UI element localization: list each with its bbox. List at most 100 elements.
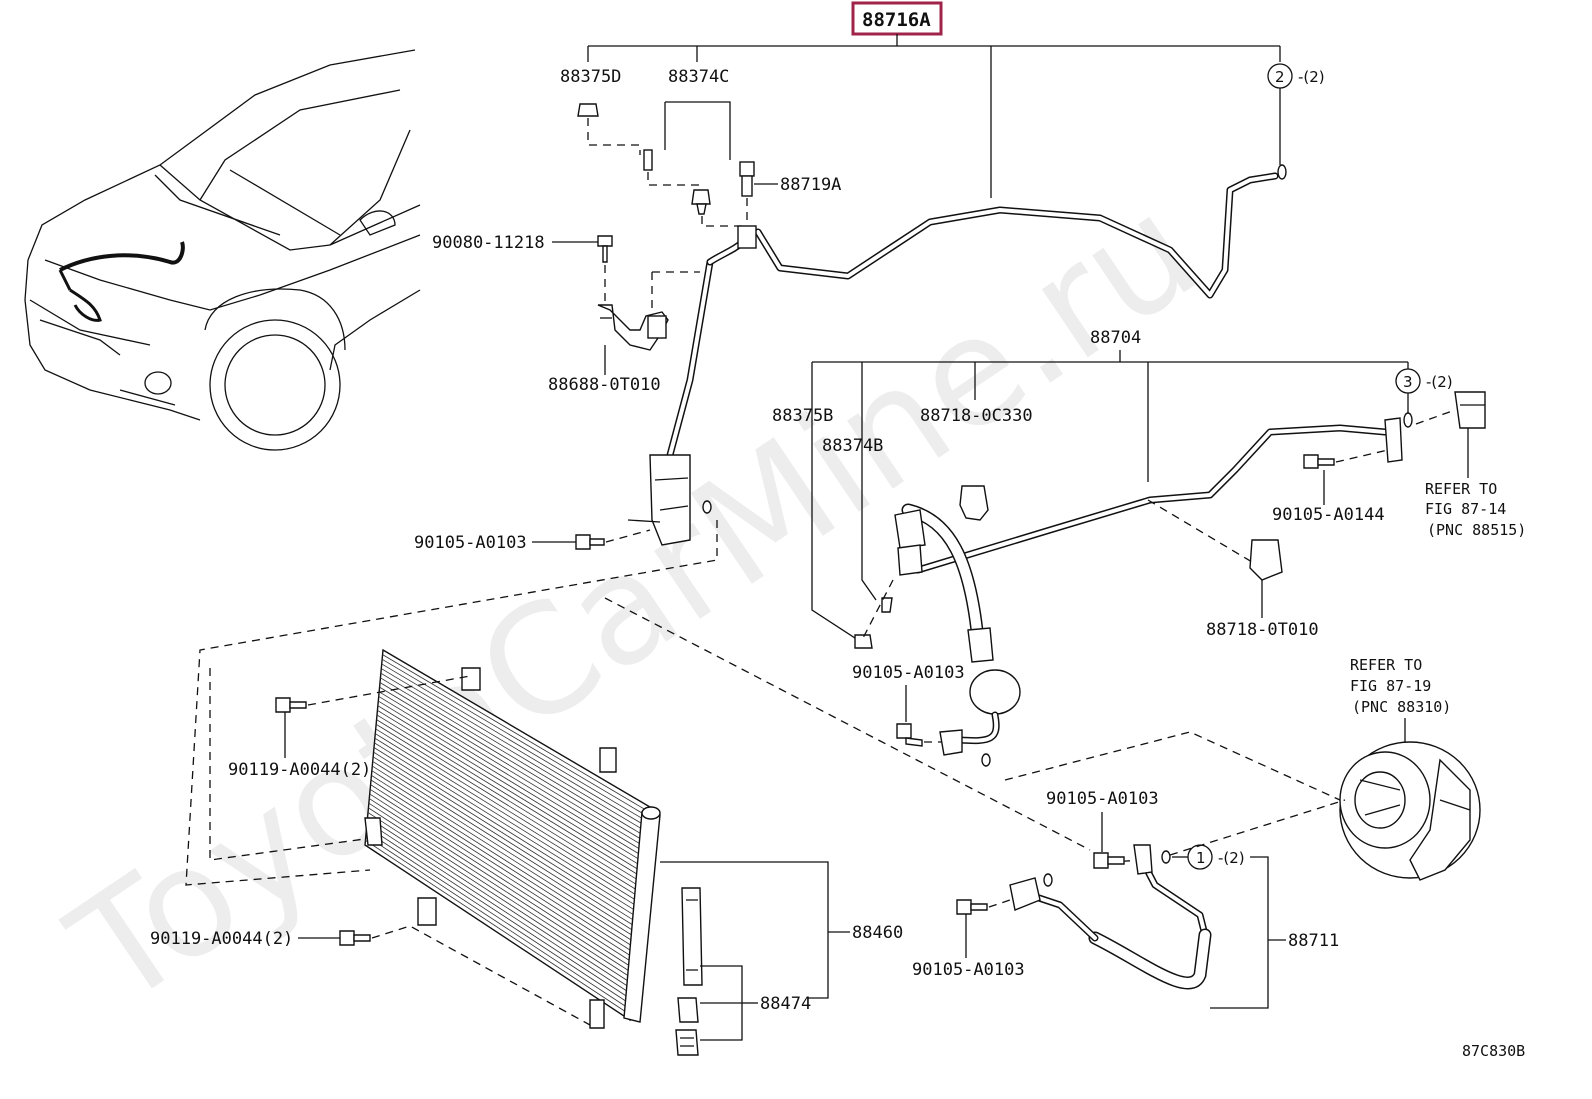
svg-text:2: 2 <box>1275 68 1285 86</box>
svg-text:3: 3 <box>1403 373 1413 391</box>
label-90105-A0103-a: 90105-A0103 <box>414 533 527 553</box>
condenser-fin <box>367 816 634 991</box>
refer-fig-87-14-line2: FIG 87-14 <box>1425 500 1506 518</box>
discharge-pipe-88716A <box>649 172 1279 546</box>
label-88719A: 88719A <box>780 175 841 195</box>
condenser-fin <box>379 686 651 851</box>
discharge-hose-88711 <box>1009 844 1212 990</box>
label-88704: 88704 <box>1090 328 1141 348</box>
condenser-fin <box>376 719 647 886</box>
label-90105-A0144: 90105-A0144 <box>1272 505 1385 525</box>
label-88718-0C330: 88718-0C330 <box>920 406 1033 426</box>
valve-core-88374C-b <box>691 189 711 205</box>
label-88474: 88474 <box>760 994 811 1014</box>
condenser-fin <box>365 840 631 1016</box>
suction-pipe-88704 <box>894 417 1403 756</box>
pressure-switch-88719A <box>739 161 755 177</box>
valve-core-88374B <box>881 597 893 613</box>
valve-core-88374C-a <box>643 149 653 171</box>
condenser-fin <box>373 747 643 916</box>
refer-fig-87-14-line1: REFER TO <box>1425 480 1497 498</box>
circled-ref-1: 1 -(2) <box>1161 844 1245 870</box>
circled-ref-3: 3 -(2) <box>1395 368 1453 394</box>
label-90119-A0044-a: 90119-A0044(2) <box>228 760 371 780</box>
clamp-88718-0T010 <box>1249 539 1283 581</box>
condenser-fin <box>365 835 632 1011</box>
condenser-fin <box>381 663 654 826</box>
label-90105-A0103-d: 90105-A0103 <box>912 960 1025 980</box>
condenser-fin <box>366 821 634 996</box>
label-88688-0T010: 88688-0T010 <box>548 375 661 395</box>
bolt-90105-A0103-d <box>956 899 972 915</box>
receiver-parts-88474 <box>675 887 703 1056</box>
compressor <box>1339 741 1481 881</box>
leader-lines-88704 <box>811 350 1409 641</box>
clamp-88718-0C330 <box>959 485 989 521</box>
cap-88375D <box>577 103 599 117</box>
label-88375B: 88375B <box>772 406 833 426</box>
condenser-fin <box>377 710 648 876</box>
bolt-90105-A0103-b <box>896 723 912 739</box>
condenser-fin <box>374 742 644 911</box>
condenser-fin <box>380 677 652 841</box>
o-ring-2 <box>1277 164 1287 180</box>
label-88711: 88711 <box>1288 931 1339 951</box>
bolt-90119-A0044-a <box>275 697 291 713</box>
condenser-fin <box>375 723 646 891</box>
condenser-fin <box>372 756 642 926</box>
condenser-fin <box>369 798 637 971</box>
condenser-fin <box>381 668 653 831</box>
svg-text:-(2): -(2) <box>1426 373 1453 391</box>
figure-code: 87C830B <box>1462 1042 1525 1060</box>
condenser-fin <box>378 691 650 856</box>
condenser-fin <box>372 765 641 936</box>
condenser-fin <box>366 826 633 1001</box>
refer-fig-87-19-line2: FIG 87-19 <box>1350 677 1431 695</box>
label-88374B: 88374B <box>822 436 883 456</box>
condenser-fin <box>368 802 636 976</box>
condenser-fin <box>377 705 649 871</box>
condenser-fin <box>380 672 653 836</box>
label-88460: 88460 <box>852 923 903 943</box>
bolt-90105-A0103-c <box>1093 852 1109 869</box>
refer-fig-87-14-line3: (PNC 88515) <box>1427 521 1526 539</box>
vehicle-illustration <box>24 49 421 451</box>
bolt-90080-11218 <box>597 235 613 247</box>
refer-fig-87-19-line3: (PNC 88310) <box>1352 698 1451 716</box>
condenser-fin <box>368 807 635 981</box>
bolt-90119-A0044-b <box>339 930 355 946</box>
label-88375D: 88375D <box>560 67 621 87</box>
cap-88375B <box>854 634 873 649</box>
svg-text:-(2): -(2) <box>1298 68 1325 86</box>
condenser-fin <box>378 700 649 866</box>
svg-text:1: 1 <box>1196 849 1206 867</box>
bolt-90105-A0103-a <box>575 534 591 550</box>
label-90080-11218: 90080-11218 <box>432 233 545 253</box>
condenser-fin <box>373 751 643 921</box>
refer-fig-87-19-line1: REFER TO <box>1350 656 1422 674</box>
condenser-fin <box>371 775 640 946</box>
condenser-fin <box>374 737 644 906</box>
label-90105-A0103-b: 90105-A0103 <box>852 663 965 683</box>
condenser-fin <box>375 733 645 901</box>
bolt-90105-A0144 <box>1303 454 1319 469</box>
condenser-fin <box>372 761 641 931</box>
condenser-fin <box>375 728 646 896</box>
condenser-fin <box>382 654 655 816</box>
expansion-valve-fitting <box>1454 391 1486 429</box>
condenser-fin <box>378 696 650 861</box>
condenser-fin <box>379 682 652 846</box>
label-88374C: 88374C <box>668 67 729 87</box>
condenser-fin <box>371 770 640 941</box>
condenser-fin <box>369 793 637 966</box>
condenser-fin <box>367 812 635 986</box>
condenser-fin <box>370 784 638 956</box>
condenser-fin <box>376 714 647 881</box>
circled-ref-2: 2 -(2) <box>1267 63 1325 89</box>
label-88718-0T010: 88718-0T010 <box>1206 620 1319 640</box>
leader-lines-88716A <box>587 34 1281 198</box>
condenser-fin <box>370 779 639 951</box>
bracket-88688-0T010 <box>597 304 669 351</box>
